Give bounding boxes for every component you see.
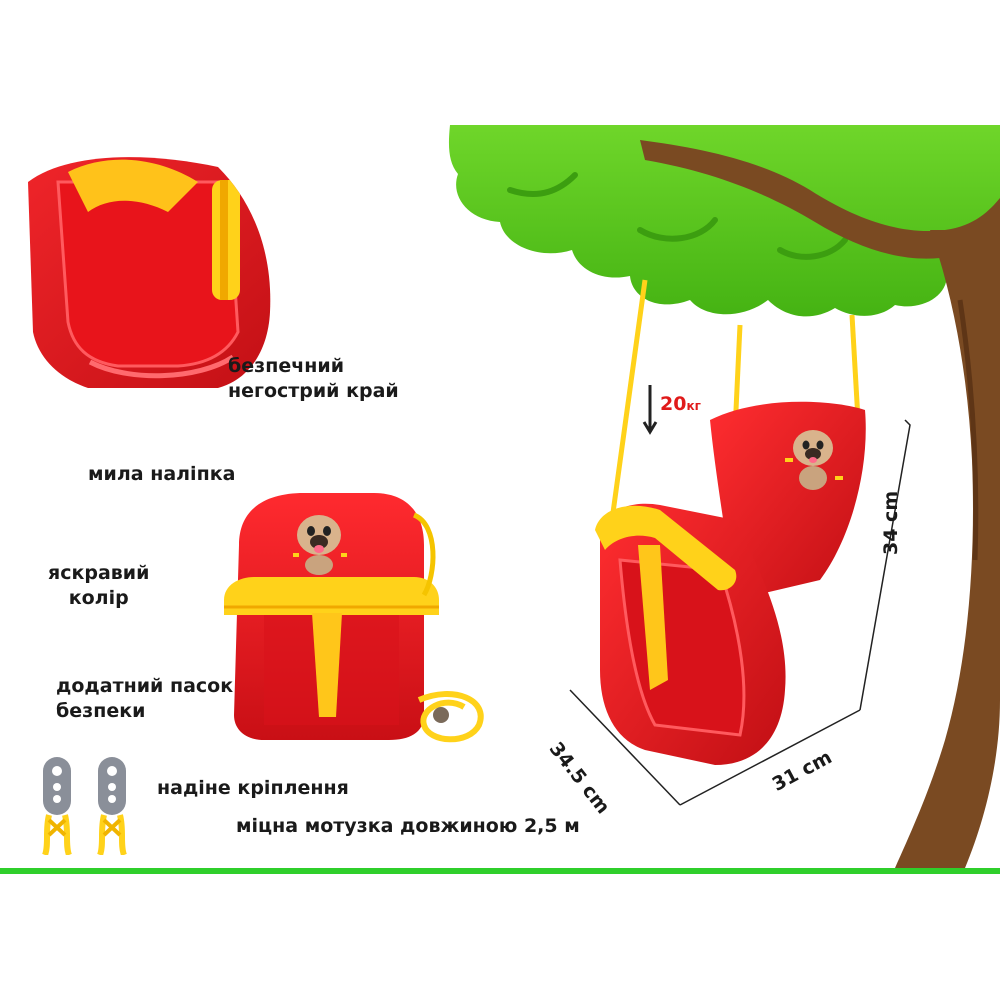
label-mount: надіне кріплення <box>157 777 349 799</box>
label-rope: міцна мотузка довжиною 2,5 м <box>236 815 580 837</box>
label-safety-belt: додатний пасок безпеки <box>56 675 234 722</box>
label-bright-color: яскравий колір <box>48 562 150 609</box>
label-cute-sticker: мила наліпка <box>88 463 236 485</box>
dimension-height: 34 cm <box>880 490 902 555</box>
max-weight-label: 20кг <box>660 393 701 415</box>
label-safe-edge: безпечний негострий край <box>228 355 399 402</box>
down-arrow-icon <box>642 385 658 435</box>
edge-closeup-image <box>28 157 271 389</box>
ground-line <box>0 868 1000 874</box>
swing-seat-icon <box>569 279 911 806</box>
carabiner-mount-icon <box>42 757 127 855</box>
pug-sticker-icon <box>293 515 347 575</box>
seat-front-image <box>224 493 484 743</box>
